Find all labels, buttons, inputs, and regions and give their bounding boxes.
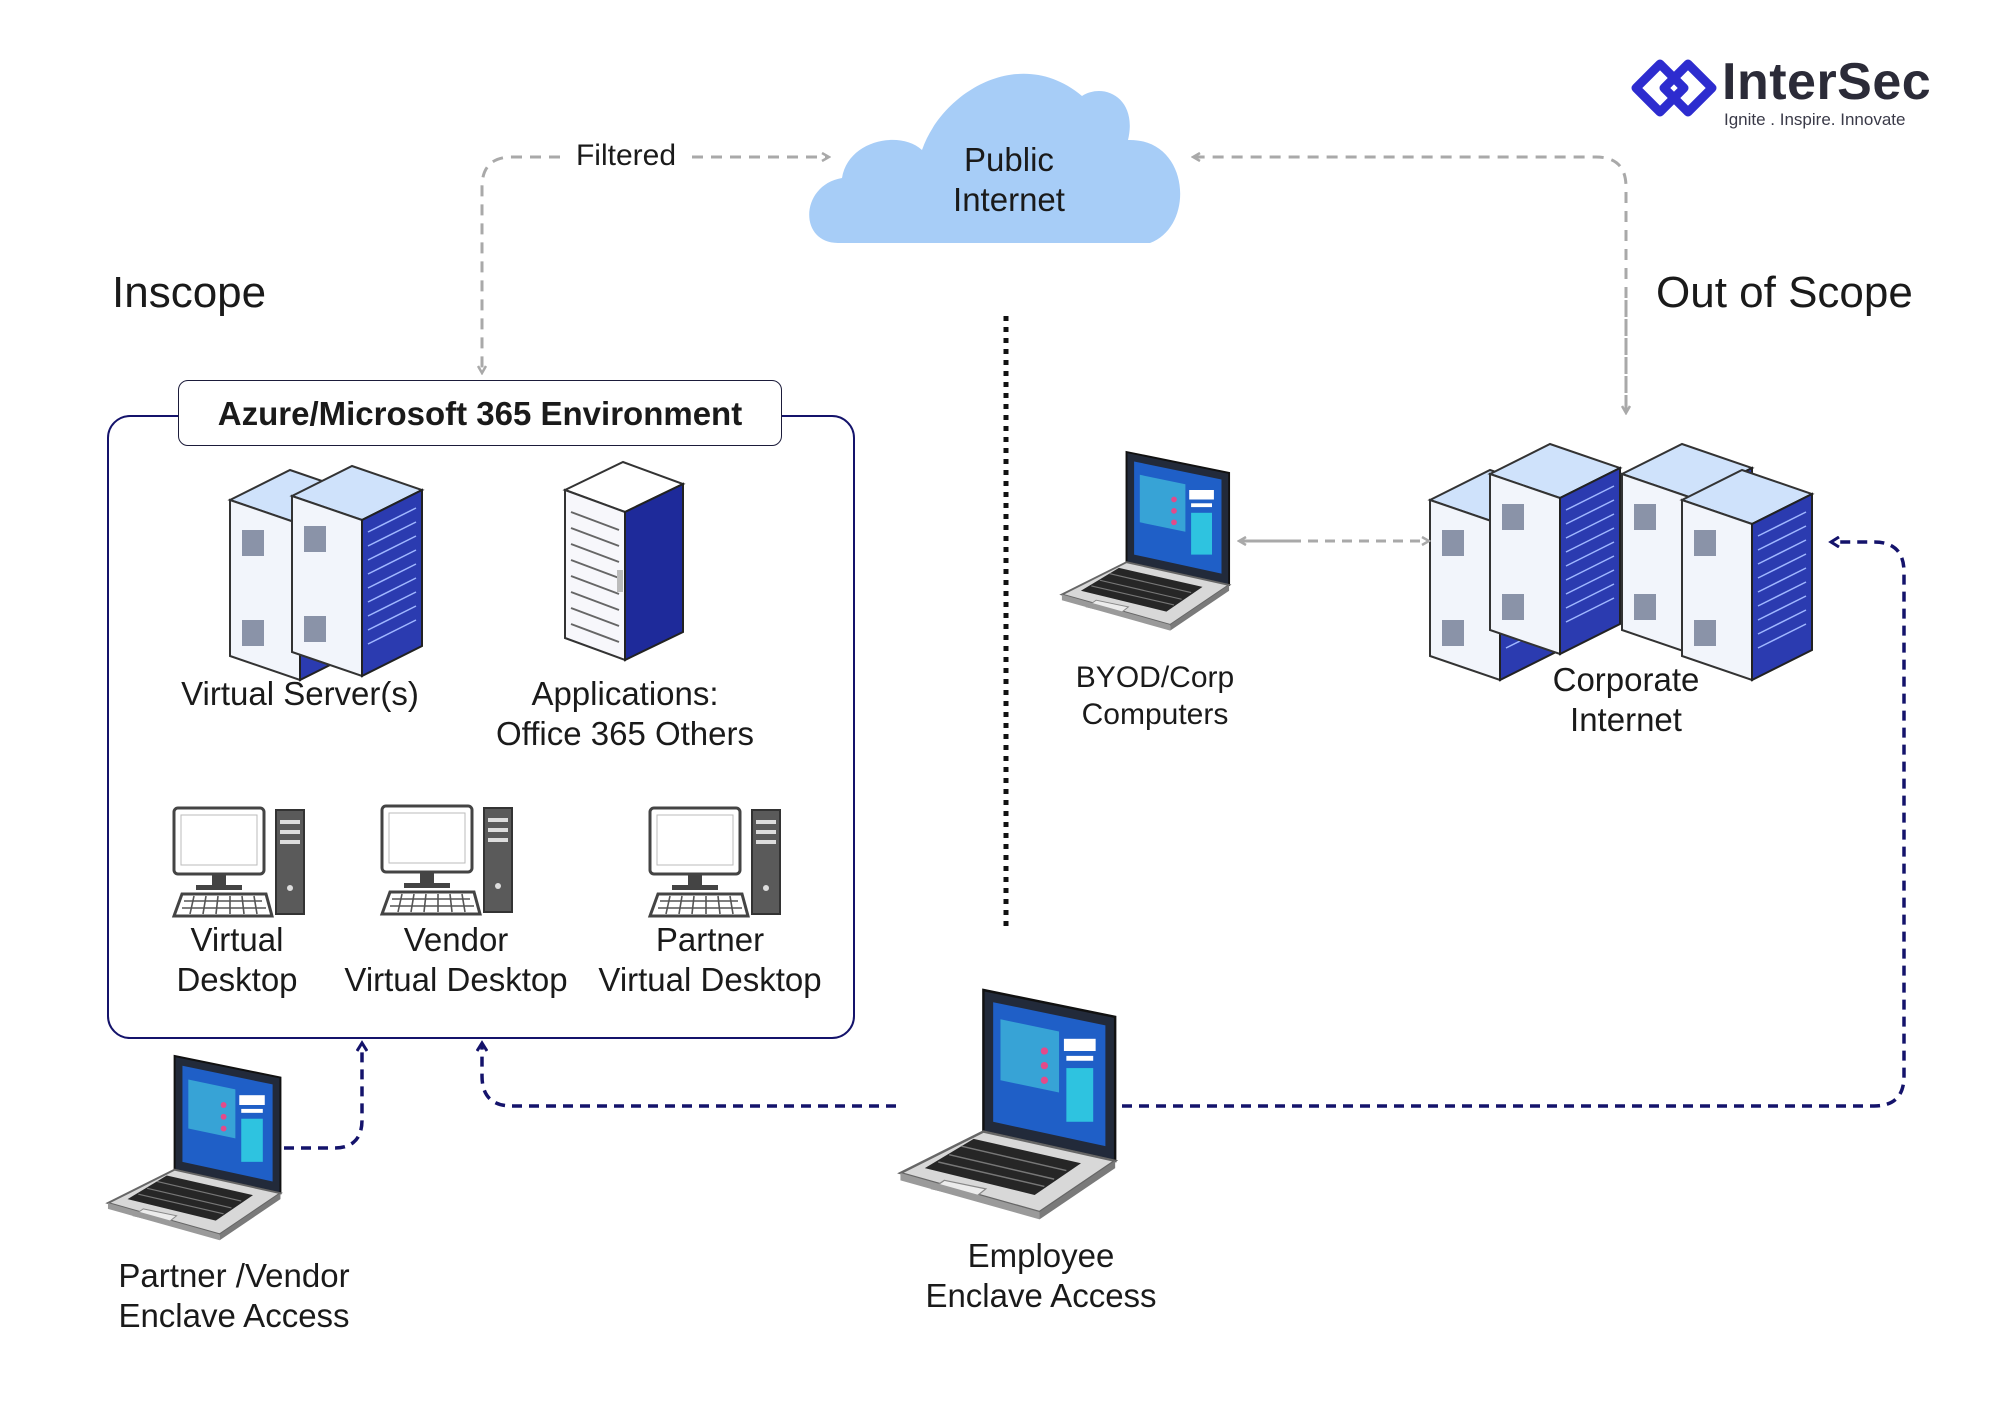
applications-server-icon	[562, 460, 686, 662]
partner-vendor-access-label: Partner /Vendor Enclave Access	[98, 1256, 370, 1337]
partner-vendor-access-line1: Partner /Vendor	[118, 1257, 350, 1294]
azure-environment-title: Azure/Microsoft 365 Environment	[178, 380, 782, 446]
out-of-scope-zone-label: Out of Scope	[1656, 268, 1913, 317]
virtual-servers-label: Virtual Server(s)	[181, 675, 419, 712]
partner-desktop-label-line2: Virtual Desktop	[598, 961, 822, 999]
virtual-servers-icon	[229, 465, 423, 681]
partner-virtual-desktop-icon	[648, 806, 782, 918]
cloud-label-line1: Public	[964, 141, 1054, 178]
employee-access-line2: Enclave Access	[925, 1277, 1157, 1315]
cloud-label-line2: Internet	[953, 181, 1065, 219]
byod-label: BYOD/Corp Computers	[1060, 660, 1250, 733]
filtered-link-to-azure	[482, 155, 560, 372]
vendor-desktop-label-line1: Vendor	[403, 921, 509, 958]
applications-label: Applications: Office 365 Others	[480, 674, 770, 755]
partner-vendor-access-line2: Enclave Access	[118, 1297, 350, 1335]
virtual-desktop-label-line1: Virtual	[190, 921, 284, 958]
virtual-desktop-label-line2: Desktop	[176, 961, 298, 999]
partner-access-path	[284, 1044, 362, 1150]
corporate-internet-label: Corporate Internet	[1510, 660, 1742, 741]
brand-tagline: Ignite . Inspire. Innovate	[1724, 110, 1906, 129]
corporate-server-cluster-icon	[1429, 443, 1813, 681]
byod-label-line2: Computers	[1081, 697, 1229, 731]
partner-vendor-laptop-icon	[106, 1055, 282, 1242]
employee-laptop-icon	[899, 988, 1117, 1221]
byod-laptop-icon	[1060, 451, 1231, 632]
virtual-desktop-icon	[172, 806, 306, 918]
virtual-desktop-label: Virtual Desktop	[152, 920, 322, 1001]
corporate-internet-label-line2: Internet	[1570, 701, 1682, 739]
intersec-diamond-logo	[1631, 59, 1717, 117]
filtered-label: Filtered	[560, 138, 692, 175]
employee-access-line1: Employee	[967, 1237, 1115, 1274]
brand-name: InterSec	[1722, 53, 1932, 111]
applications-label-line1: Applications:	[531, 675, 719, 712]
employee-access-path-left	[482, 1044, 896, 1108]
employee-access-label: Employee Enclave Access	[900, 1236, 1182, 1317]
corporate-internet-label-line1: Corporate	[1552, 661, 1700, 698]
byod-label-line1: BYOD/Corp	[1075, 661, 1235, 694]
vendor-desktop-label: Vendor Virtual Desktop	[334, 920, 578, 1001]
vendor-desktop-label-line2: Virtual Desktop	[344, 961, 568, 999]
public-internet-cloud	[809, 73, 1181, 243]
corp-link-to-cloud	[1194, 157, 1628, 412]
applications-label-line2: Office 365 Others	[495, 715, 755, 753]
partner-desktop-label-line1: Partner	[655, 921, 765, 958]
partner-desktop-label: Partner Virtual Desktop	[588, 920, 832, 1001]
inscope-zone-label: Inscope	[112, 268, 267, 317]
cloud-label: Public Internet	[884, 140, 1134, 221]
vendor-virtual-desktop-icon	[380, 804, 514, 916]
